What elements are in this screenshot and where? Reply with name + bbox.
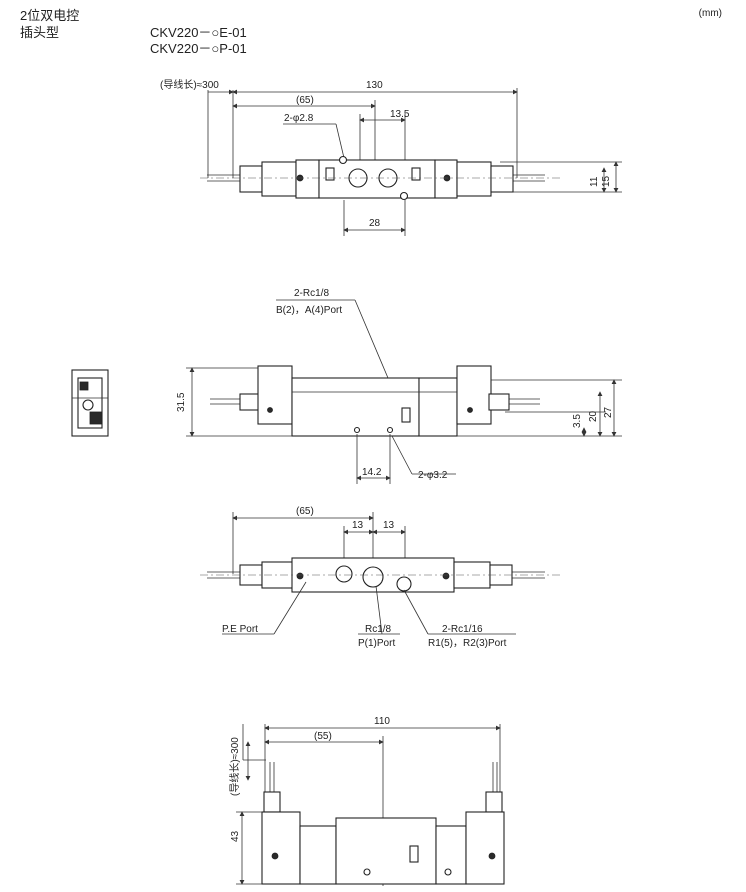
end-view — [71, 369, 109, 437]
front-dim-27: 27 — [603, 406, 614, 418]
front-hole-callout: 2-φ3.2 — [418, 470, 448, 481]
front-port-callout-size: 2-Rc1/8 — [294, 288, 329, 299]
bottom-half-length: (65) — [296, 506, 314, 517]
side-height: 43 — [230, 830, 241, 842]
bottom-p-port-size: Rc1/8 — [365, 624, 392, 635]
unit-label: (mm) — [698, 8, 722, 19]
bottom-pitch-a: 13 — [352, 520, 364, 531]
side-lead-label: (导线长)≈300 — [228, 737, 241, 796]
top-view — [200, 88, 622, 236]
bottom-r-port-size: 2-Rc1/16 — [442, 624, 483, 635]
front-dim-3-5: 3.5 — [572, 414, 583, 428]
bottom-view — [200, 512, 560, 635]
model-code-2: CKV220－○P-01 — [150, 41, 247, 56]
bottom-pe-port: P.E Port — [222, 624, 258, 635]
front-view — [186, 299, 622, 484]
bottom-p-port: P(1)Port — [358, 638, 395, 649]
side-half-length: (55) — [314, 731, 332, 742]
top-half-length: (65) — [296, 95, 314, 106]
top-pitch: 13.5 — [390, 109, 410, 120]
top-height-15: 15 — [601, 175, 612, 187]
model-code-1: CKV220－○E-01 — [150, 25, 247, 40]
bottom-pitch-b: 13 — [383, 520, 395, 531]
top-mount-holes: 2-φ2.8 — [284, 113, 314, 124]
top-hole-spacing: 28 — [369, 218, 381, 229]
top-lead-label: (导线长)≈300 — [160, 78, 219, 91]
front-dim-14-2: 14.2 — [362, 467, 382, 478]
front-dim-20: 20 — [588, 410, 599, 422]
side-overall-length: 110 — [374, 716, 390, 727]
top-overall-length: 130 — [366, 80, 383, 91]
bottom-r-port: R1(5)，R2(3)Port — [428, 638, 507, 649]
front-height: 31.5 — [176, 392, 187, 412]
top-height-11: 11 — [589, 176, 600, 187]
title-line-1: 2位双电控 — [20, 8, 80, 23]
title-line-2: 插头型 — [20, 25, 60, 40]
front-port-callout-name: B(2)，A(4)Port — [276, 305, 342, 316]
side-view — [236, 724, 505, 886]
